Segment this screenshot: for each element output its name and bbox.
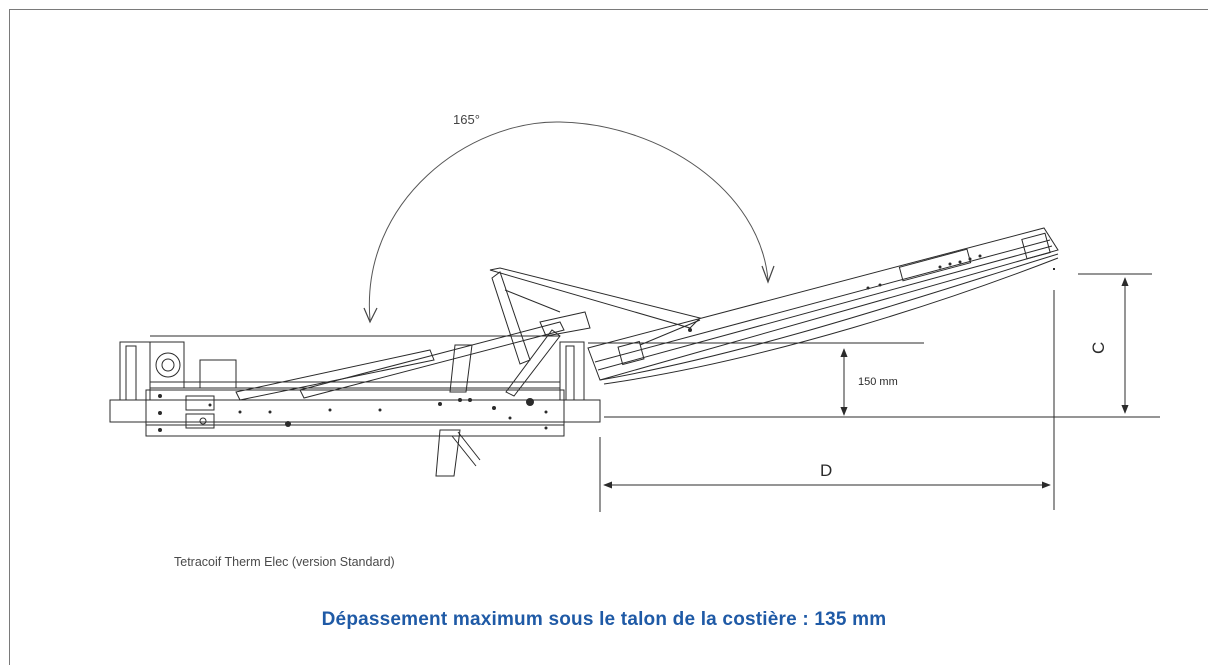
lid-panel <box>587 227 1059 385</box>
arc-arrowheads <box>363 265 775 324</box>
rotation-arc <box>368 121 769 321</box>
dim-d-label: D <box>820 461 832 480</box>
angle-label: 165° <box>453 112 480 127</box>
lower-bracket <box>435 429 481 477</box>
actuator-arms <box>235 267 701 401</box>
page-frame <box>9 9 1208 665</box>
base-plates <box>185 395 215 429</box>
dimension-150mm <box>588 342 1160 418</box>
c-reference-dot <box>1053 268 1055 270</box>
headline-note: Dépassement maximum sous le talon de la … <box>321 609 887 630</box>
figure-caption: Tetracoif Therm Elec (version Standard) <box>174 555 395 569</box>
dimension-d <box>599 290 1055 512</box>
lid-fasteners <box>688 254 982 332</box>
motor-unit <box>149 341 237 389</box>
height-label: 150 mm <box>858 376 898 388</box>
dim-c-label: C <box>1089 342 1108 354</box>
dimension-c <box>1078 273 1152 414</box>
base-fasteners <box>158 394 548 432</box>
